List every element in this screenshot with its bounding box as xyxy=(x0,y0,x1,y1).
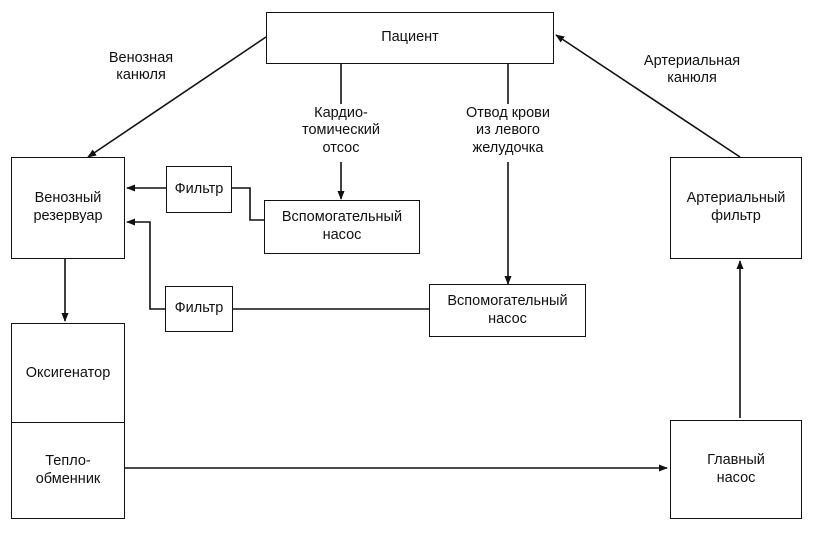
arterial-filter-label: Артериальный фильтр xyxy=(686,190,786,224)
patient-label: Пациент xyxy=(381,29,439,46)
filter-bottom-box: Фильтр xyxy=(165,286,233,332)
aux-pump-top-box: Вспомогательный насос xyxy=(264,200,420,254)
aux-pump-top-label: Вспомогательный насос xyxy=(281,209,403,243)
venous-cannula-label: Венозная канюля xyxy=(108,50,174,84)
cardiotomy-suction-label: Кардио- томический отсос xyxy=(301,105,381,156)
filter-bottom-to-reservoir-arrow xyxy=(126,218,165,310)
arterial-filter-box: Артериальный фильтр xyxy=(670,157,802,259)
filter-top-label: Фильтр xyxy=(174,180,224,197)
aux-top-to-filter-line xyxy=(232,187,264,221)
aux-pump-right-label: Вспомогательный насос xyxy=(447,292,568,327)
lv-vent-label: Отвод крови из левого желудочка xyxy=(466,105,550,156)
venous-cannula-line xyxy=(87,36,267,158)
main-pump-box: Главный насос xyxy=(670,420,802,519)
venous-reservoir-label: Венозный резервуар xyxy=(33,190,103,224)
arterial-cannula-label: Артериальная канюля xyxy=(643,53,741,87)
oxygenator-box: Оксигенатор xyxy=(11,323,125,424)
arterial-cannula-line xyxy=(555,34,741,158)
filter-top-box: Фильтр xyxy=(166,166,232,213)
oxygenator-label: Оксигенатор xyxy=(25,364,111,381)
heat-exchanger-box: Тепло- обменник xyxy=(11,422,125,519)
venous-reservoir-box: Венозный резервуар xyxy=(11,157,125,259)
aux-pump-right-box: Вспомогательный насос xyxy=(429,284,586,337)
heat-exchanger-label: Тепло- обменник xyxy=(35,452,101,487)
main-pump-label: Главный насос xyxy=(707,451,765,486)
patient-box: Пациент xyxy=(266,12,554,64)
filter-bottom-label: Фильтр xyxy=(174,300,224,317)
